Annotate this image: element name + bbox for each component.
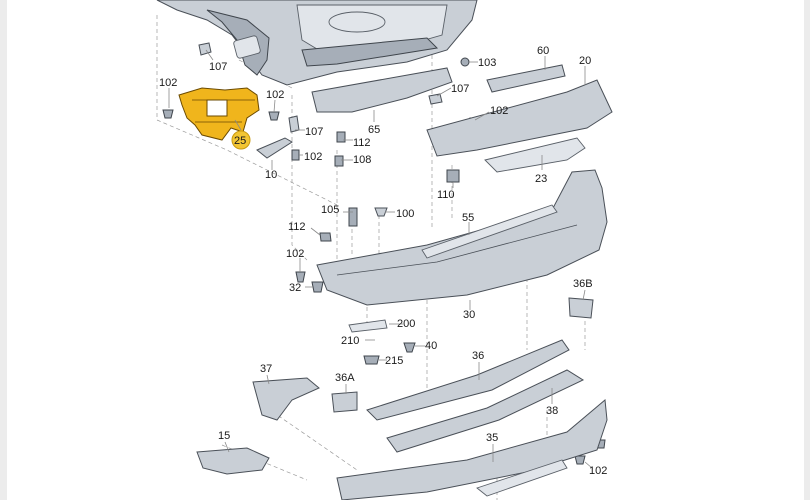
label-210: 210	[341, 335, 359, 347]
highlight-badge	[231, 130, 251, 150]
label-32: 32	[289, 282, 301, 294]
exploded-parts-diagram: 107 102 25 102 107 10 102 112 108 65 103…	[156, 0, 613, 500]
label-103: 103	[478, 57, 496, 69]
label-36: 36	[472, 350, 484, 362]
part-labels: 107 102 25 102 107 10 102 112 108 65 103…	[159, 45, 607, 477]
reinforcement-bars	[311, 64, 613, 173]
label-36b: 36B	[573, 278, 593, 290]
label-40: 40	[425, 340, 437, 352]
car-body-panel	[156, 0, 478, 86]
label-37: 37	[260, 363, 272, 375]
label-102: 102	[304, 151, 322, 163]
label-102: 102	[490, 105, 508, 117]
label-30: 30	[463, 309, 475, 321]
lower-trim-parts	[196, 319, 608, 500]
label-10: 10	[265, 169, 277, 181]
label-200: 200	[397, 318, 415, 330]
label-38: 38	[546, 405, 558, 417]
label-102: 102	[266, 89, 284, 101]
label-215: 215	[385, 355, 403, 367]
label-55: 55	[462, 212, 474, 224]
bumper-cover-30	[316, 169, 608, 306]
label-100: 100	[396, 208, 414, 220]
label-107: 107	[209, 61, 227, 73]
label-112: 112	[288, 221, 306, 233]
hardware-parts	[162, 42, 606, 465]
label-15: 15	[218, 430, 230, 442]
label-110: 110	[437, 189, 455, 201]
label-60: 60	[537, 45, 549, 57]
bracket-part-25	[178, 87, 260, 141]
label-105: 105	[321, 204, 339, 216]
leader-lines	[168, 49, 593, 469]
label-102: 102	[159, 77, 177, 89]
label-65: 65	[368, 124, 380, 136]
label-108: 108	[353, 154, 371, 166]
label-102: 102	[589, 465, 607, 477]
label-35: 35	[486, 432, 498, 444]
label-112: 112	[353, 137, 371, 149]
label-20: 20	[579, 55, 591, 67]
label-102: 102	[286, 248, 304, 260]
label-25: 25	[234, 135, 246, 147]
label-23: 23	[535, 173, 547, 185]
label-36a: 36A	[335, 372, 355, 384]
label-107: 107	[305, 126, 323, 138]
label-107: 107	[451, 83, 469, 95]
